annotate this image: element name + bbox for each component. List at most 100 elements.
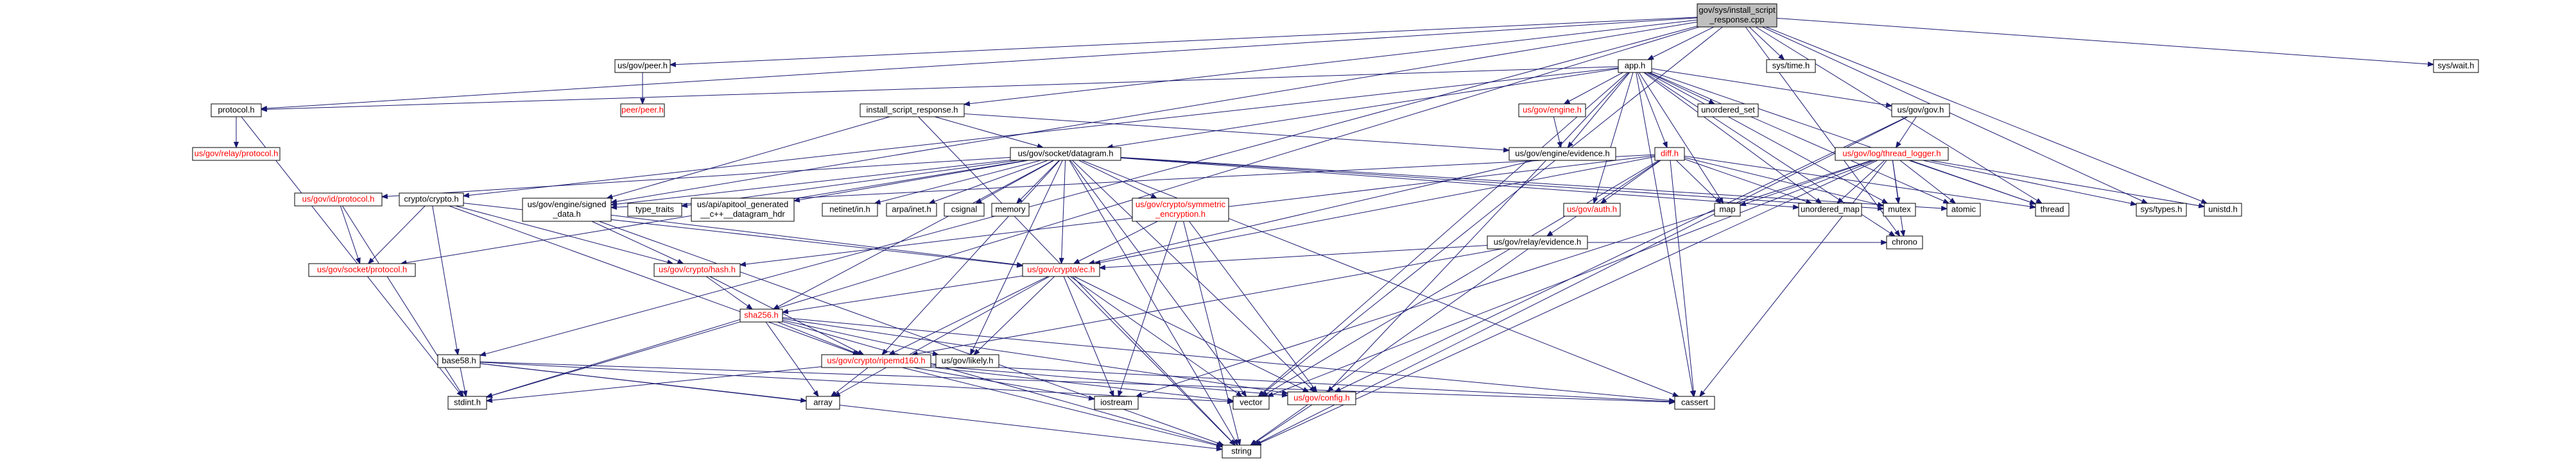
node-box-systypes bbox=[2136, 203, 2187, 217]
arrowhead-diff_h-to-cassert bbox=[1691, 390, 1697, 398]
node-protocol_h[interactable]: protocol.h bbox=[211, 103, 262, 117]
edge-sha256-to-ripemd bbox=[777, 321, 860, 355]
arrowhead-datagram_h-to-type_traits bbox=[680, 203, 688, 208]
node-datagram_h[interactable]: us/gov/socket/datagram.h bbox=[1010, 147, 1121, 161]
arrowhead-datagram_h-to-memory bbox=[1016, 197, 1023, 204]
node-relay_protocol[interactable]: us/gov/relay/protocol.h bbox=[192, 147, 281, 161]
node-idprotocol[interactable]: us/gov/id/protocol.h bbox=[294, 192, 383, 207]
node-label-stdint: stdint.h bbox=[454, 397, 481, 407]
node-box-auth_h bbox=[1563, 203, 1621, 217]
edge-signed_data-to-string bbox=[599, 221, 1224, 446]
arrowhead-install_h-to-evidence_h bbox=[1503, 147, 1510, 153]
node-netinet[interactable]: netinet/in.h bbox=[822, 203, 878, 217]
node-iostream[interactable]: iostream bbox=[1094, 396, 1139, 410]
node-thread_logger[interactable]: us/gov/log/thread_logger.h bbox=[1835, 147, 1949, 161]
arrowhead-diff_h-to-hash_h bbox=[739, 261, 747, 267]
edge-relay_evidence-to-string bbox=[1250, 248, 1529, 446]
node-unordered_map[interactable]: unordered_map bbox=[1798, 203, 1862, 217]
edge-symmetric-to-iostream bbox=[1118, 221, 1177, 397]
node-systypes[interactable]: sys/types.h bbox=[2136, 203, 2187, 217]
node-vector[interactable]: vector bbox=[1232, 396, 1270, 410]
node-signed_data[interactable]: us/gov/engine/signed_data.h bbox=[522, 198, 612, 222]
edge-relay_evidence-to-ec_h bbox=[1099, 245, 1488, 269]
arrowhead-app_h-to-engine_h bbox=[1563, 99, 1571, 105]
edge-datagram_h-to-unordered_map bbox=[1120, 157, 1799, 208]
node-type_traits[interactable]: type_traits bbox=[627, 203, 682, 217]
node-gov_h[interactable]: us/gov/gov.h bbox=[1891, 103, 1950, 117]
node-memory[interactable]: memory bbox=[991, 203, 1030, 217]
node-engine_h[interactable]: us/gov/engine.h bbox=[1518, 103, 1586, 117]
node-peer_h[interactable]: us/gov/peer.h bbox=[614, 59, 671, 73]
node-box-root bbox=[1697, 3, 1777, 28]
arrowhead-app_h-to-atomic bbox=[1942, 198, 1950, 204]
edge-ripemd-to-vector bbox=[930, 366, 1234, 402]
node-box-string bbox=[1222, 444, 1261, 459]
node-likely[interactable]: us/gov/likely.h bbox=[935, 354, 999, 368]
node-app_h[interactable]: app.h bbox=[1618, 59, 1652, 73]
node-syswait[interactable]: sys/wait.h bbox=[2433, 59, 2479, 73]
node-label-unordered_map: unordered_map bbox=[1801, 204, 1860, 214]
arrowhead-protocol_h-to-relay_protocol bbox=[233, 142, 239, 149]
node-mutex[interactable]: mutex bbox=[1883, 203, 1916, 217]
node-cryptoh[interactable]: crypto/crypto.h bbox=[399, 192, 464, 207]
node-box-unordered_set bbox=[1697, 103, 1759, 117]
arrowhead-app_h-to-chrono bbox=[1889, 230, 1896, 237]
node-label-csignal: csignal bbox=[951, 204, 978, 214]
node-ec_h[interactable]: us/gov/crypto/ec.h bbox=[1022, 263, 1100, 277]
node-relay_evidence[interactable]: us/gov/relay/evidence.h bbox=[1487, 235, 1588, 250]
node-unistd[interactable]: unistd.h bbox=[2204, 203, 2242, 217]
arrowhead-symmetric-to-ec_h bbox=[1073, 258, 1080, 264]
node-box-evidence_h bbox=[1508, 147, 1616, 161]
node-map[interactable]: map bbox=[1714, 203, 1741, 217]
arrowhead-ripemd-to-cassert bbox=[1668, 398, 1676, 405]
node-csignal[interactable]: csignal bbox=[944, 203, 985, 217]
node-label-unistd: unistd.h bbox=[2208, 204, 2238, 214]
edge-protocol_h-to-stdint bbox=[241, 116, 463, 397]
node-auth_h[interactable]: us/gov/auth.h bbox=[1563, 203, 1621, 217]
node-thread[interactable]: thread bbox=[2035, 203, 2070, 217]
edge-diff_h-to-ec_h bbox=[1094, 156, 1655, 264]
node-arpainet[interactable]: arpa/inet.h bbox=[886, 203, 937, 217]
node-box-arpainet bbox=[886, 203, 937, 217]
node-symmetric[interactable]: us/gov/crypto/symmetric_encryption.h bbox=[1132, 198, 1229, 222]
node-systime[interactable]: sys/time.h bbox=[1766, 59, 1816, 73]
edge-sha256-to-string bbox=[782, 321, 1223, 446]
node-apitool[interactable]: us/api/apitool_generated__c++__datagram_… bbox=[691, 198, 795, 222]
arrowhead-idprotocol-to-stdint bbox=[458, 390, 464, 398]
node-atomic[interactable]: atomic bbox=[1946, 203, 1981, 217]
node-label-systime: sys/time.h bbox=[1772, 60, 1810, 70]
node-base58[interactable]: base58.h bbox=[437, 354, 481, 368]
node-box-gov_h bbox=[1891, 103, 1950, 117]
node-hash_h[interactable]: us/gov/crypto/hash.h bbox=[653, 263, 741, 277]
edge-diff_h-to-mutex bbox=[1684, 157, 1884, 207]
edge-relay_evidence-to-ripemd bbox=[912, 248, 1502, 355]
node-array[interactable]: array bbox=[806, 396, 840, 410]
arrowhead-ripemd-to-stdint bbox=[485, 397, 493, 403]
node-install_h[interactable]: install_script_response.h bbox=[860, 103, 965, 117]
node-label-evidence_h: us/gov/engine/evidence.h bbox=[1515, 148, 1609, 158]
node-unordered_set[interactable]: unordered_set bbox=[1697, 103, 1759, 117]
node-peer_peer[interactable]: peer/peer.h bbox=[620, 103, 665, 117]
node-evidence_h[interactable]: us/gov/engine/evidence.h bbox=[1508, 147, 1616, 161]
node-string[interactable]: string bbox=[1222, 444, 1261, 459]
node-stdint[interactable]: stdint.h bbox=[447, 396, 487, 410]
node-diff_h[interactable]: diff.h bbox=[1654, 147, 1685, 161]
edge-base58-to-cassert bbox=[480, 361, 1675, 403]
arrowhead-thread_logger-to-unistd bbox=[2198, 203, 2206, 208]
node-sha256[interactable]: sha256.h bbox=[739, 309, 783, 323]
node-chrono[interactable]: chrono bbox=[1886, 235, 1923, 250]
arrowhead-thread_logger-to-mutex bbox=[1895, 197, 1901, 205]
node-config[interactable]: us/gov/config.h bbox=[1287, 391, 1356, 405]
node-socket_protocol[interactable]: us/gov/socket/protocol.h bbox=[308, 263, 416, 277]
node-label-signed_data: _data.h bbox=[552, 209, 580, 219]
edge-sha256-to-cassert bbox=[782, 317, 1675, 402]
arrowhead-app_h-to-gov_h bbox=[1885, 102, 1893, 108]
node-label-cryptoh: crypto/crypto.h bbox=[404, 194, 458, 203]
edge-ec_h-to-config bbox=[1074, 276, 1309, 393]
node-ripemd[interactable]: us/gov/crypto/ripemd160.h bbox=[821, 354, 931, 368]
edge-app_h-to-cassert bbox=[1636, 72, 1694, 397]
arrowhead-datagram_h-to-unordered_map bbox=[1792, 204, 1800, 210]
edge-datagram_h-to-sha256 bbox=[773, 160, 1054, 310]
node-cassert[interactable]: cassert bbox=[1674, 396, 1715, 410]
arrowhead-diff_h-to-thread bbox=[2029, 203, 2037, 209]
